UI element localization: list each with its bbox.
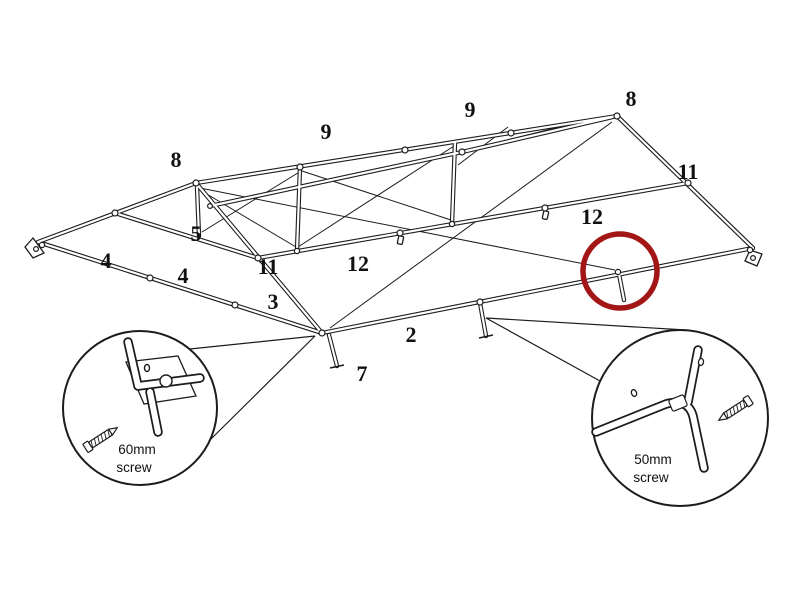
screw-50mm-icon xyxy=(717,395,754,422)
callout-60mm-size: 60mm xyxy=(118,442,156,457)
part-label-8-right: 8 xyxy=(626,86,637,111)
screw-60mm-icon xyxy=(82,426,119,453)
detail-bubble-right: 50mm screw xyxy=(591,329,769,507)
highlight-circle xyxy=(580,231,660,311)
joint-sleeve xyxy=(668,394,688,412)
part-label-8-left: 8 xyxy=(171,147,182,172)
frame-joints xyxy=(32,112,756,337)
leg-feet xyxy=(329,334,494,369)
bolt-holes xyxy=(143,363,173,388)
part-label-12-right: 12 xyxy=(581,204,603,229)
part-label-11-right: 11 xyxy=(678,159,699,184)
magnifier-leader-lines xyxy=(189,317,687,441)
part-label-9-left: 9 xyxy=(321,119,332,144)
detail-bubble-left: 60mm screw xyxy=(62,330,218,486)
part-label-12-left: 12 xyxy=(347,251,369,276)
detail-bubble-right-circle xyxy=(591,329,769,507)
part-label-4-lower: 4 xyxy=(178,263,189,288)
part-label-9-right: 9 xyxy=(465,97,476,122)
cross-braces xyxy=(199,121,616,329)
part-label-4-upper: 4 xyxy=(101,248,112,273)
joint-lug xyxy=(541,210,550,221)
part-label-5: 5 xyxy=(191,221,202,246)
part-label-2: 2 xyxy=(406,322,417,347)
part-label-11-left: 11 xyxy=(258,254,279,279)
callout-50mm-word: screw xyxy=(633,470,669,485)
joint-lug xyxy=(396,235,405,246)
part-labels: 8 9 9 8 11 12 5 4 4 11 12 3 2 7 xyxy=(101,86,699,386)
part-label-7: 7 xyxy=(357,361,368,386)
part-label-3: 3 xyxy=(268,289,279,314)
bolt-holes xyxy=(630,357,705,398)
callout-50mm-size: 50mm xyxy=(634,452,672,467)
callout-60mm-word: screw xyxy=(116,460,152,475)
